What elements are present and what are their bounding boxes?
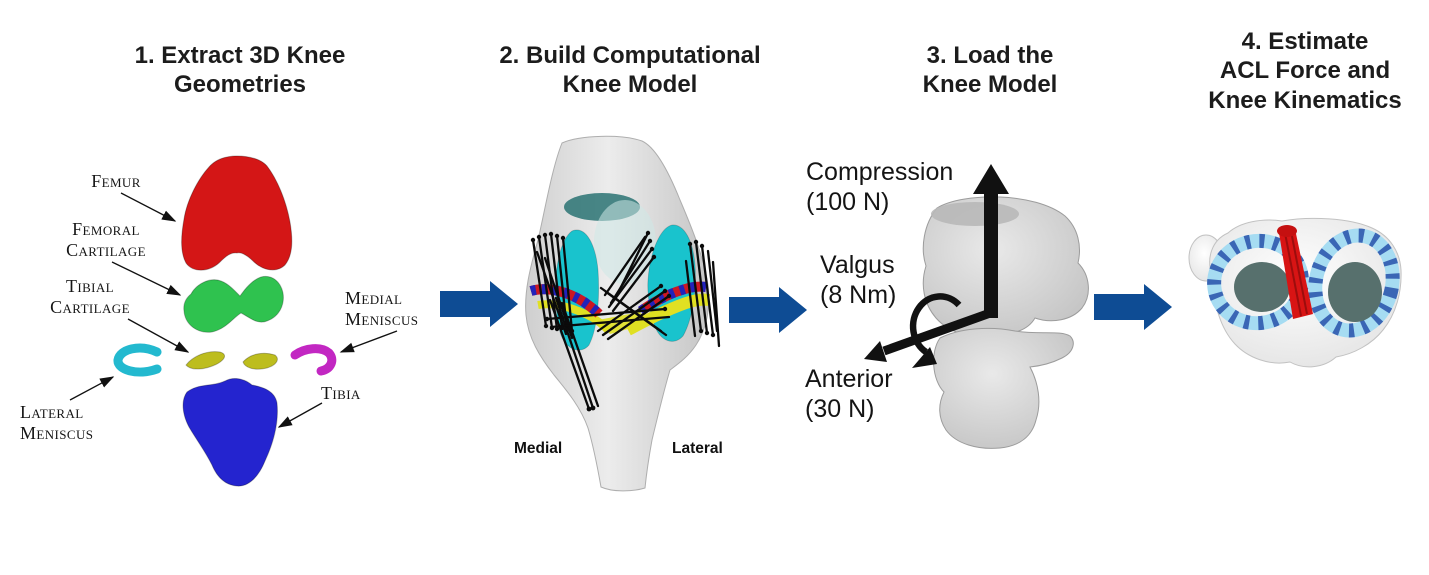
compression-arrow (973, 164, 1009, 318)
ligament-endpoints (530, 230, 716, 412)
computational-knee-model-graphic (525, 135, 721, 492)
flow-arrow-1-shape (440, 281, 518, 327)
medial-meniscus-model (290, 344, 337, 376)
femoral-cartilage-label: Femoral Cartilage (66, 219, 146, 261)
annotation-arrow-tibial-cartilage (127, 318, 190, 353)
step-2-title: 2. Build Computational Knee Model (499, 42, 761, 99)
femoral-cartilage-model (183, 275, 284, 333)
femur-model (181, 155, 293, 271)
tibial-cartilage-model (185, 351, 278, 370)
lateral-meniscus-label: Lateral Meniscus (20, 402, 94, 444)
step-3-title: 3. Load the Knee Model (922, 42, 1058, 99)
flow-arrow-2 (729, 287, 807, 333)
ligament-springs (531, 231, 721, 411)
anterior-arrow-head (864, 341, 887, 362)
step-4-title: 4. Estimate ACL Force and Knee Kinematic… (1208, 28, 1402, 114)
step-1-title: 1. Extract 3D Knee Geometries (134, 42, 346, 99)
acl-top-knob (1277, 225, 1297, 237)
loaded-knee-model-graphic (864, 164, 1089, 449)
acl-ridge-2 (1290, 230, 1308, 315)
medial-meniscus-label: Medial Meniscus (345, 288, 419, 330)
anterior-load-label: Anterior (30 N) (805, 365, 893, 423)
annotation-arrow-lateral-meniscus (69, 376, 115, 401)
lateral-meniscus-model (113, 343, 162, 377)
lateral-cartilage-surface (1328, 262, 1382, 322)
femur-side-model (922, 196, 1089, 336)
tibia-model (182, 377, 278, 487)
annotation-arrow-femoral-cartilage (111, 261, 182, 296)
flow-arrow-2-shape (729, 287, 807, 333)
annotation-arrow-tibia (277, 402, 323, 428)
annotation-arrow-medial-meniscus (339, 330, 398, 353)
compression-load-label: Compression (100 N) (806, 158, 954, 216)
flow-arrow-1 (440, 281, 518, 327)
annotation-arrow-femur (120, 192, 177, 222)
medial-side-label: Medial (514, 440, 563, 457)
lateral-ring-stripes (1308, 228, 1400, 338)
anterior-arrow-shaft (882, 307, 995, 356)
valgus-load-label: Valgus (8 Nm) (820, 251, 897, 309)
medial-cartilage-surface (1234, 262, 1290, 312)
meniscus-yellow-center (598, 312, 646, 334)
tibia-side-model (933, 327, 1074, 449)
flow-arrow-3-shape (1094, 284, 1172, 330)
lateral-side-label: Lateral (672, 440, 723, 457)
valgus-rotation-arrow-head (912, 347, 937, 368)
striped-band-right-blue (638, 281, 707, 316)
trochlea-surface (594, 200, 656, 284)
flow-arrow-3 (1094, 284, 1172, 330)
tibia-label: Tibia (321, 383, 361, 403)
valgus-rotation-arrow (909, 293, 962, 355)
acl-ridge-1 (1284, 232, 1302, 317)
femur-label: Femur (91, 171, 141, 191)
knee-geometries-graphic (69, 155, 398, 487)
acl-result-graphic (1188, 217, 1402, 368)
tibial-cartilage-label: Tibial Cartilage (50, 276, 130, 318)
